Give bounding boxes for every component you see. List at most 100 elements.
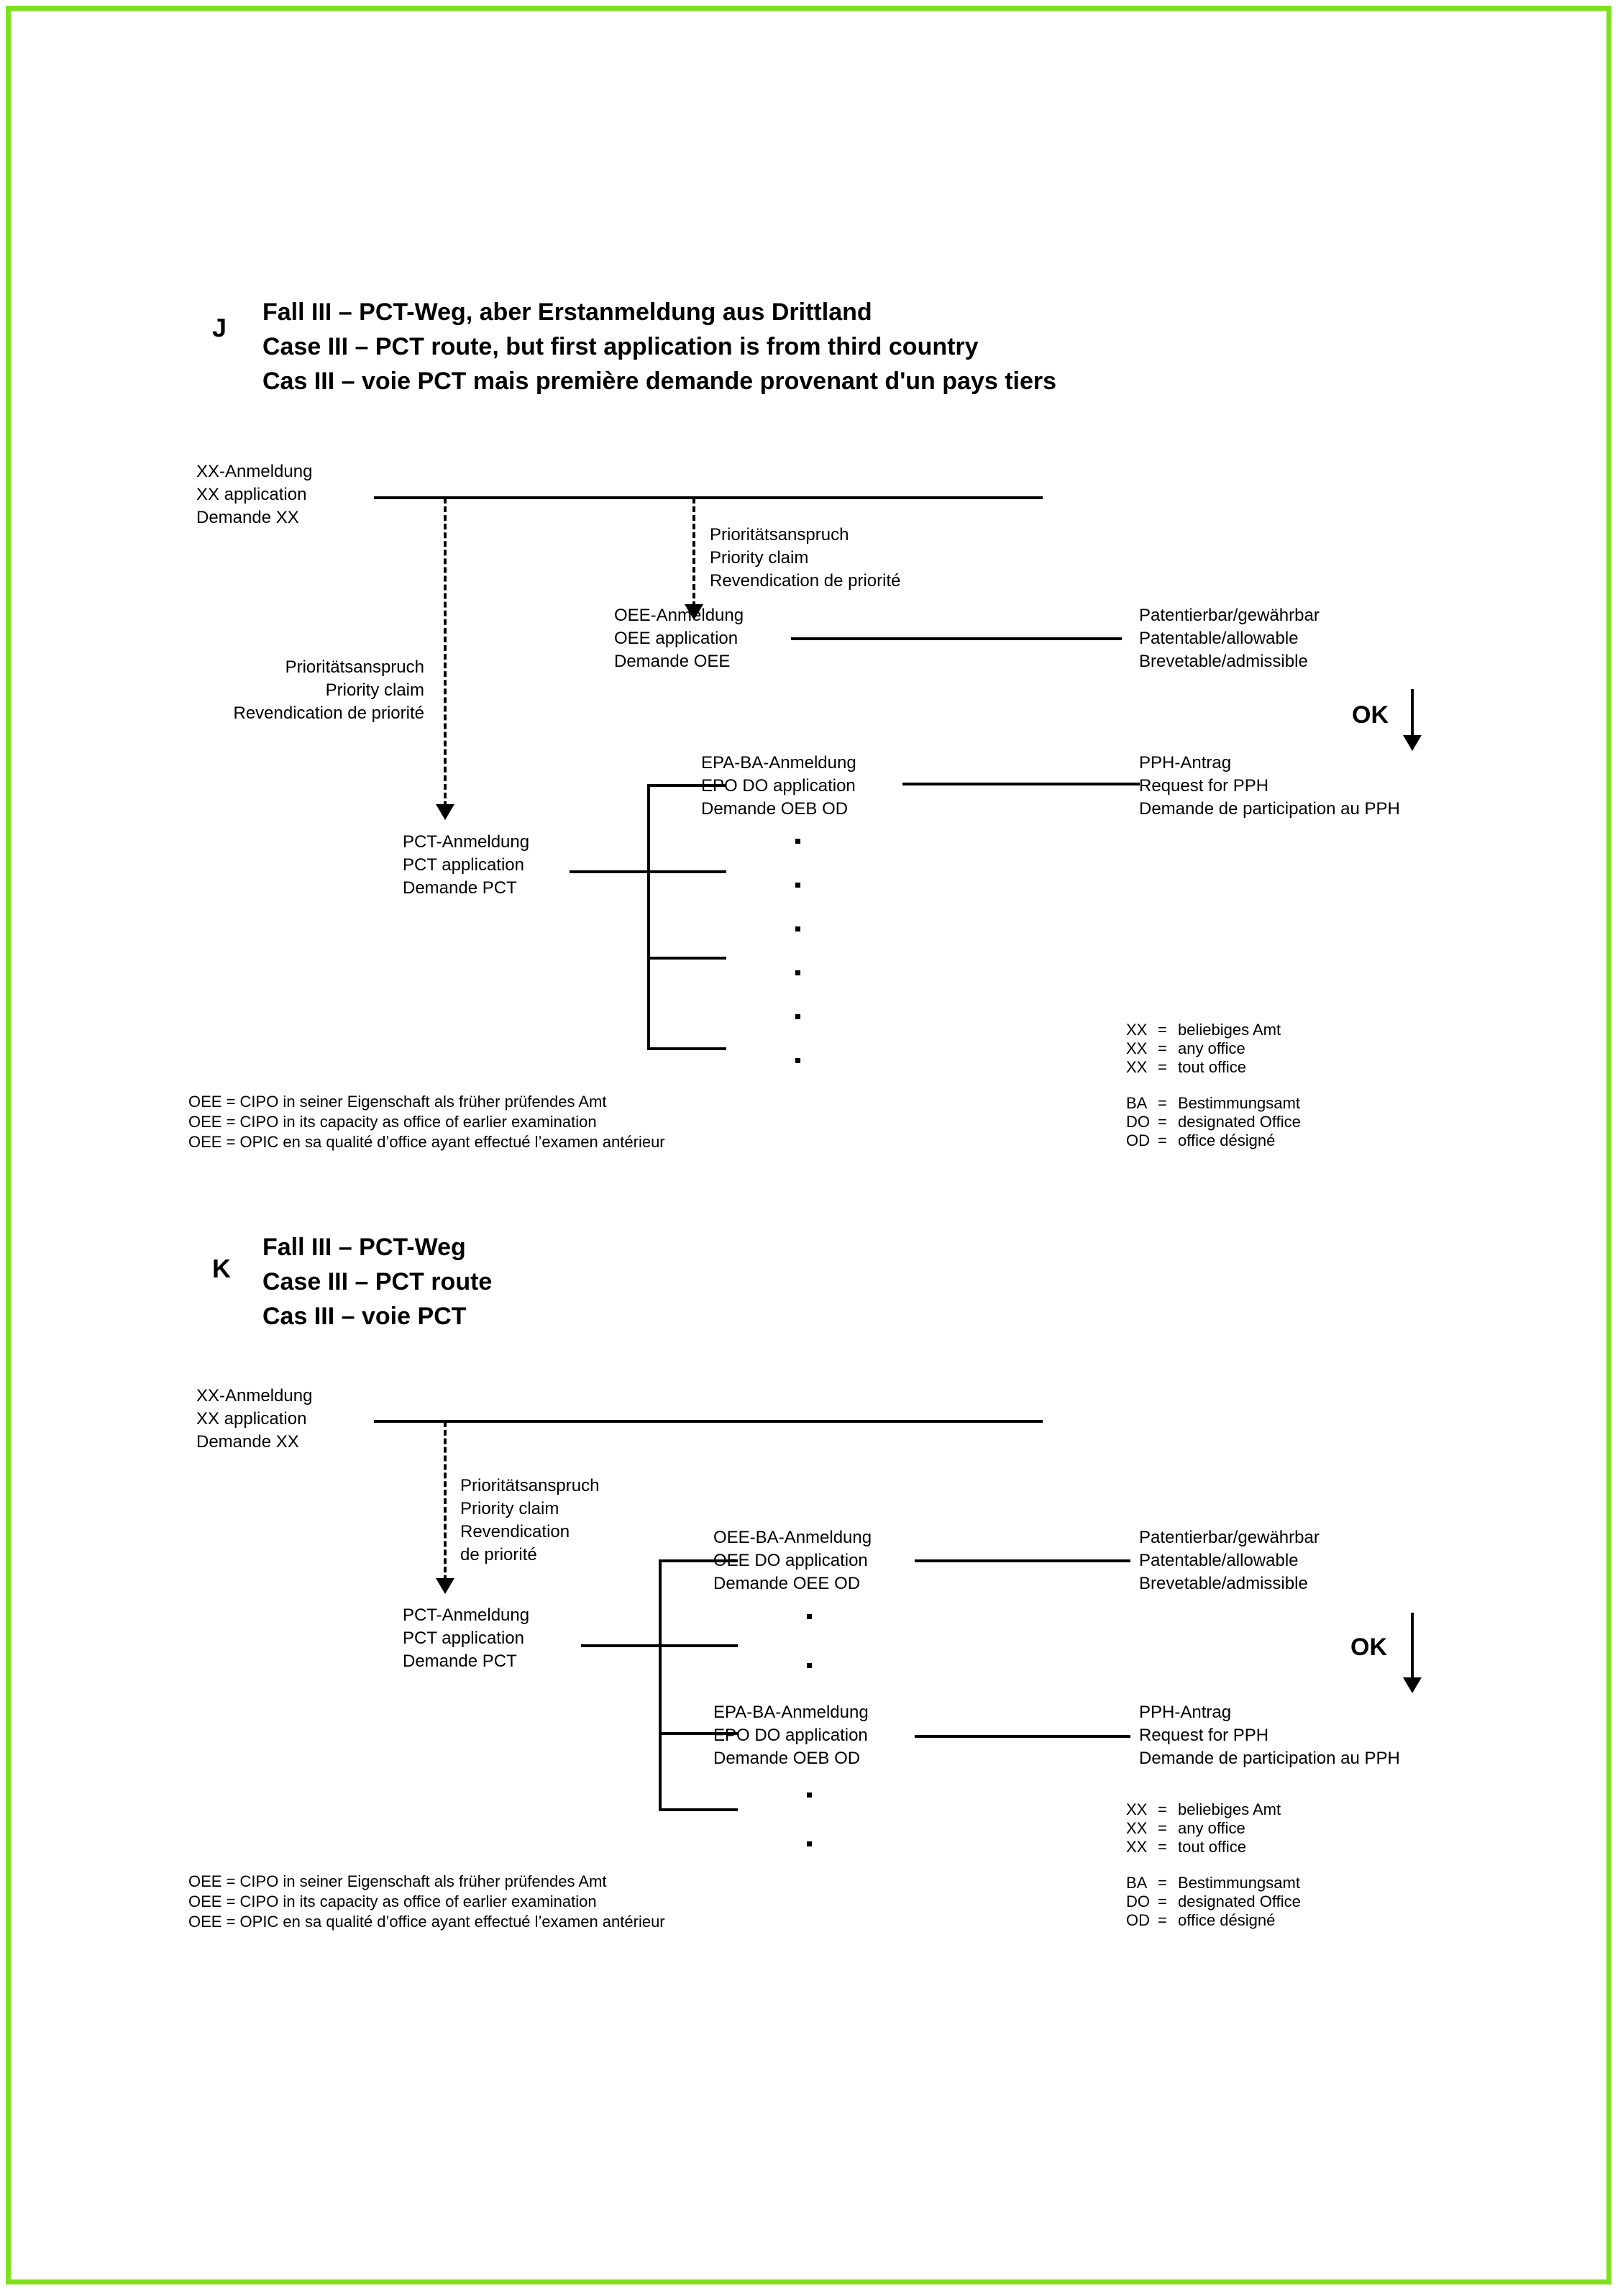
section-j-title-fr: Cas III – voie PCT mais première demande…	[262, 368, 1057, 395]
j-priority-left-de: Prioritätsanspruch	[285, 657, 424, 677]
k-bracket-stub-3	[659, 1732, 738, 1735]
k-priority-dashed-to-pct	[444, 1421, 447, 1581]
j-abbr-row: XX=any office	[1126, 1039, 1245, 1060]
k-oee-ba-application-fr: Demande OEE OD	[713, 1574, 861, 1593]
j-pct-application-de: PCT-Anmeldung	[403, 832, 530, 852]
j-pct-application-en: PCT application	[403, 855, 524, 875]
k-abbr-row: BA=Bestimmungsamt	[1126, 1873, 1300, 1894]
j-abbr-value: beliebiges Amt	[1178, 1021, 1281, 1039]
k-patentable-en: Patentable/allowable	[1139, 1551, 1299, 1570]
k-ok-arrow-head	[1403, 1677, 1422, 1693]
j-oee-legend-de: OEE = CIPO in seiner Eigenschaft als frü…	[188, 1093, 607, 1111]
k-priority-de: Prioritätsanspruch	[460, 1476, 600, 1495]
section-k-title-en: Case III – PCT route	[262, 1268, 493, 1295]
j-ellipsis-dot	[795, 839, 800, 844]
k-abbr-row: XX=any office	[1126, 1818, 1245, 1839]
k-abbr-row: DO=designated Office	[1126, 1892, 1301, 1913]
j-priority-left-en: Priority claim	[325, 680, 424, 700]
k-oee-legend-de: OEE = CIPO in seiner Eigenschaft als frü…	[188, 1872, 607, 1890]
j-pct-application-fr: Demande PCT	[403, 878, 517, 898]
j-priority-top-en: Priority claim	[710, 548, 809, 568]
j-ellipsis-dot	[795, 883, 800, 888]
j-abbr-value: office désigné	[1178, 1131, 1276, 1149]
j-priority-dashed-to-oee	[692, 498, 695, 607]
k-abbr-row: OD = office désigné	[1126, 1910, 1275, 1931]
k-priority-arrow-to-pct	[436, 1578, 454, 1594]
k-epa-ba-timeline	[915, 1735, 1130, 1738]
j-abbr-eq: =	[1158, 1094, 1167, 1112]
section-k-title-fr: Cas III – voie PCT	[262, 1303, 467, 1330]
k-abbr-value: office désigné	[1178, 1911, 1276, 1929]
j-abbr-value: tout office	[1178, 1058, 1246, 1076]
k-epa-ba-application-en: EPO DO application	[713, 1726, 868, 1745]
j-patentable-de: Patentierbar/gewährbar	[1139, 606, 1320, 625]
j-ellipsis-dot	[795, 926, 800, 931]
k-abbr-eq: =	[1158, 1874, 1167, 1892]
j-bracket-stub-1	[647, 784, 726, 787]
j-priority-top-fr: Revendication de priorité	[710, 571, 901, 591]
k-pct-application-fr: Demande PCT	[403, 1652, 517, 1671]
k-abbr-key: XX	[1126, 1838, 1148, 1856]
j-abbr-eq: =	[1158, 1113, 1167, 1131]
k-pct-application-de: PCT-Anmeldung	[403, 1605, 530, 1625]
k-abbr-value: beliebiges Amt	[1178, 1800, 1281, 1818]
j-priority-dashed-to-pct	[444, 498, 447, 807]
j-priority-arrow-to-pct	[436, 804, 454, 820]
j-oee-application-de: OEE-Anmeldung	[614, 606, 744, 625]
k-bracket-stub-pct	[581, 1644, 738, 1647]
j-ellipsis-dot	[795, 1058, 800, 1063]
k-abbr-key: DO	[1126, 1892, 1150, 1910]
j-abbr-key: XX	[1126, 1039, 1148, 1057]
j-bracket-spine	[647, 784, 650, 1050]
j-oee-application-fr: Demande OEE	[614, 652, 731, 671]
k-patentable-de: Patentierbar/gewährbar	[1139, 1528, 1320, 1547]
j-xx-timeline	[374, 496, 1043, 499]
j-abbr-value: Bestimmungsamt	[1178, 1094, 1300, 1112]
k-pph-request-en: Request for PPH	[1139, 1726, 1269, 1745]
k-bracket-stub-4	[659, 1808, 738, 1811]
k-pph-request-fr: Demande de participation au PPH	[1139, 1749, 1400, 1768]
j-oee-legend-fr: OEE = OPIC en sa qualité d’office ayant …	[188, 1133, 665, 1151]
k-bracket-spine	[659, 1559, 662, 1811]
section-k-title-de: Fall III – PCT-Weg	[262, 1234, 466, 1261]
j-abbr-eq: =	[1158, 1039, 1167, 1057]
j-ok-arrow-shaft	[1411, 689, 1414, 739]
j-abbr-row: OD=office désigné	[1126, 1131, 1275, 1152]
k-ellipsis-dot	[807, 1663, 812, 1668]
j-ok-arrow-head	[1403, 735, 1422, 751]
j-oee-application-en: OEE application	[614, 629, 739, 648]
j-bracket-stub-pct	[570, 870, 726, 873]
k-abbr-eq: =	[1158, 1892, 1167, 1910]
k-oee-ba-application-de: OEE-BA-Anmeldung	[713, 1528, 872, 1547]
k-xx-timeline	[374, 1420, 1043, 1423]
j-epa-ba-timeline	[902, 783, 1140, 785]
k-patentable-fr: Brevetable/admissible	[1139, 1574, 1308, 1593]
k-ellipsis-dot	[807, 1841, 812, 1846]
j-abbr-value: designated Office	[1178, 1113, 1301, 1131]
section-j-letter: J	[212, 313, 227, 342]
j-epa-ba-application-fr: Demande OEB OD	[701, 799, 849, 819]
k-abbr-row: XX=tout office	[1126, 1837, 1246, 1858]
k-abbr-value: tout office	[1178, 1838, 1246, 1856]
j-epa-ba-application-de: EPA-BA-Anmeldung	[701, 753, 856, 773]
k-xx-application-fr: Demande XX	[196, 1432, 299, 1452]
k-xx-application-de: XX-Anmeldung	[196, 1386, 313, 1406]
k-abbr-key: OD	[1126, 1911, 1150, 1929]
section-j-title-de: Fall III – PCT-Weg, aber Erstanmeldung a…	[262, 299, 872, 326]
section-k-letter: K	[212, 1254, 231, 1283]
page-green-border	[6, 6, 1611, 2284]
k-oee-legend-fr: OEE = OPIC en sa qualité d’office ayant …	[188, 1913, 665, 1931]
k-abbr-eq: =	[1158, 1911, 1167, 1929]
j-ellipsis-dot	[795, 1014, 800, 1019]
j-abbr-eq: =	[1158, 1021, 1167, 1039]
k-priority-en: Priority claim	[460, 1499, 559, 1518]
j-xx-application-de: XX-Anmeldung	[196, 462, 313, 481]
k-bracket-stub-1	[659, 1559, 738, 1562]
k-ellipsis-dot	[807, 1792, 812, 1798]
k-abbr-eq: =	[1158, 1800, 1167, 1818]
j-abbr-key: OD	[1126, 1131, 1150, 1149]
k-priority-fr-line2: de priorité	[460, 1545, 537, 1564]
k-ok-label: OK	[1350, 1634, 1387, 1661]
k-abbr-key: XX	[1126, 1800, 1148, 1818]
